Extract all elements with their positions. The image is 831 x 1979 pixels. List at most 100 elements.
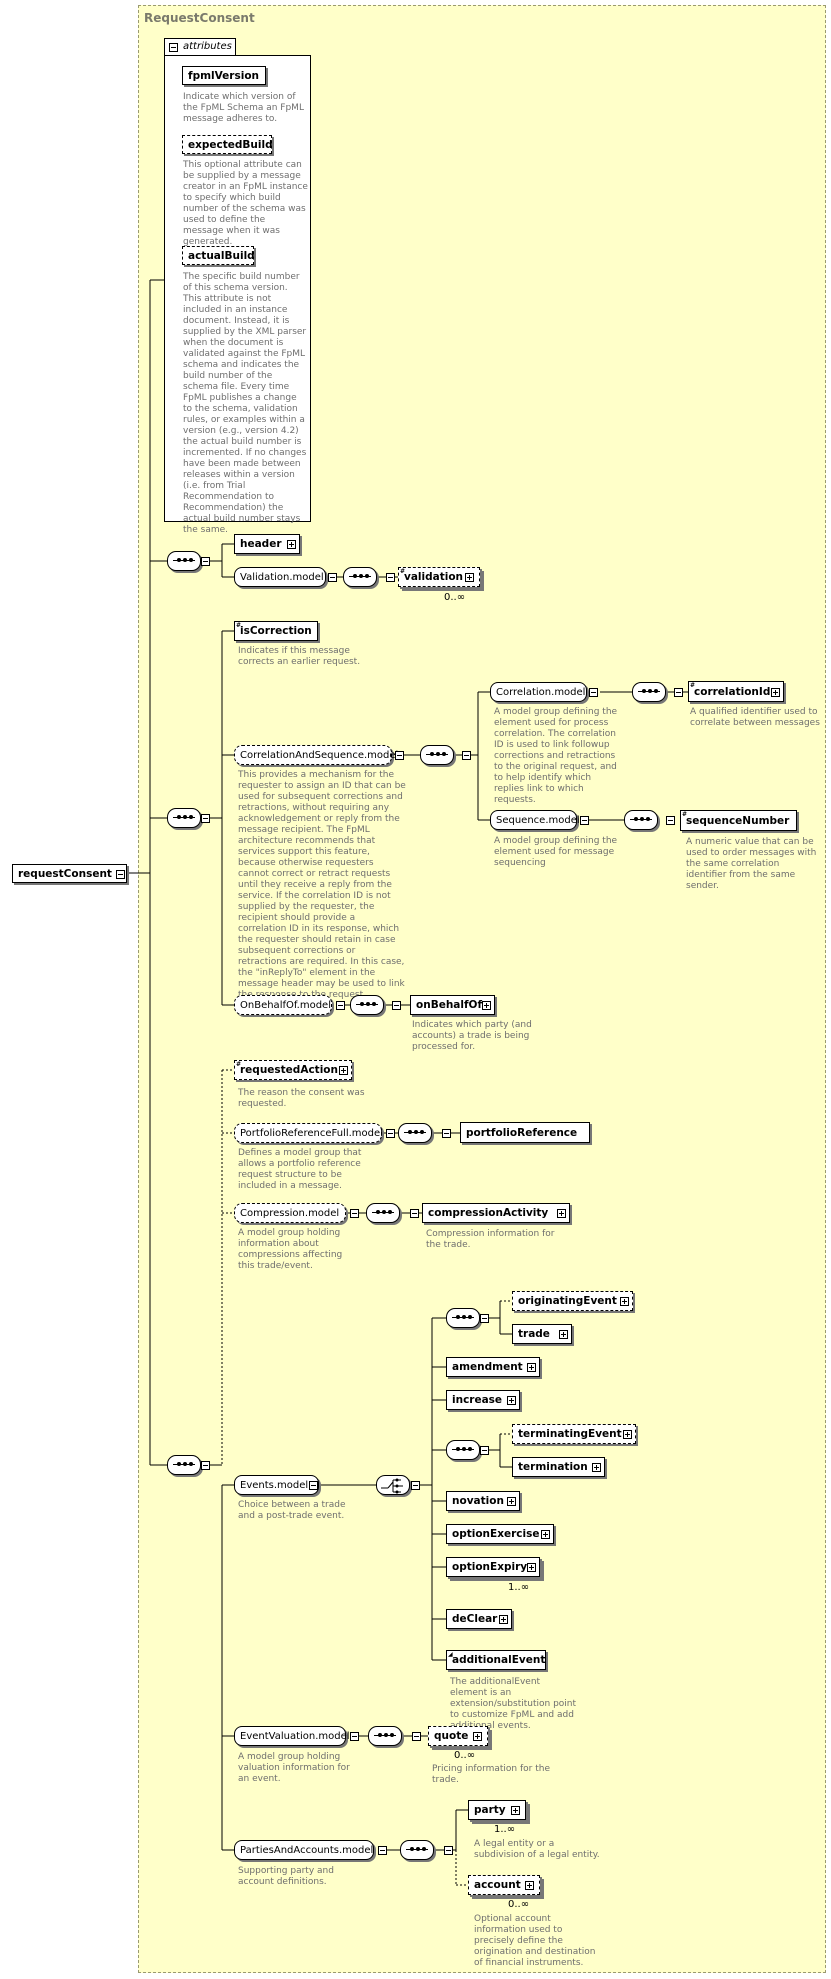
- collapse-icon[interactable]: [392, 1001, 401, 1010]
- expand-icon[interactable]: [592, 1463, 601, 1472]
- account-occurrence: 0..∞: [508, 1899, 530, 1910]
- collapse-icon[interactable]: [395, 751, 404, 760]
- element-amendment[interactable]: amendment: [446, 1357, 540, 1377]
- sequence-compositor-2[interactable]: [167, 808, 201, 828]
- choice-compositor-events[interactable]: [376, 1475, 410, 1495]
- sequence-compositor-paa[interactable]: [400, 1840, 434, 1860]
- expand-icon[interactable]: [620, 1297, 629, 1306]
- element-sequencenumber[interactable]: #sequenceNumber: [680, 810, 797, 831]
- sequence-compositor-onbehalfof[interactable]: [350, 995, 384, 1015]
- collapse-icon[interactable]: [674, 688, 683, 697]
- collapse-icon[interactable]: [480, 1446, 489, 1455]
- expand-icon[interactable]: [771, 688, 780, 697]
- collapse-icon[interactable]: [116, 870, 125, 879]
- expand-icon[interactable]: [482, 1001, 491, 1010]
- group-portfolioreferencefull-model[interactable]: PortfolioReferenceFull.model: [234, 1123, 383, 1143]
- expand-icon[interactable]: [499, 1615, 508, 1624]
- expand-icon[interactable]: [507, 1497, 516, 1506]
- element-optionexpiry[interactable]: optionExpiry: [446, 1557, 540, 1577]
- element-termination[interactable]: termination: [512, 1457, 605, 1477]
- collapse-icon[interactable]: [169, 43, 178, 52]
- collapse-icon[interactable]: [386, 1129, 395, 1138]
- collapse-icon[interactable]: [412, 1732, 421, 1741]
- element-compressionactivity[interactable]: compressionActivity: [422, 1203, 570, 1223]
- element-validation[interactable]: #validation: [398, 567, 480, 587]
- collapse-icon[interactable]: [462, 751, 471, 760]
- element-declear[interactable]: deClear: [446, 1609, 512, 1629]
- attributes-tab[interactable]: attributes: [164, 38, 236, 56]
- element-account[interactable]: account: [468, 1875, 540, 1895]
- expand-icon[interactable]: [527, 1363, 536, 1372]
- sequence-compositor-3[interactable]: [167, 1455, 201, 1475]
- expand-icon[interactable]: [287, 540, 296, 549]
- collapse-icon[interactable]: [580, 816, 589, 825]
- group-correlationandsequence-model[interactable]: CorrelationAndSequence.model: [234, 745, 398, 765]
- group-events-model[interactable]: Events.model: [234, 1475, 319, 1495]
- group-eventvaluation-model[interactable]: EventValuation.model: [234, 1726, 350, 1746]
- collapse-icon[interactable]: [480, 1314, 489, 1323]
- collapse-icon[interactable]: [350, 1732, 359, 1741]
- collapse-icon[interactable]: [201, 557, 210, 566]
- collapse-icon[interactable]: [411, 1481, 420, 1490]
- collapse-icon[interactable]: [201, 814, 210, 823]
- expand-icon[interactable]: [465, 573, 474, 582]
- element-quote[interactable]: quote: [428, 1726, 488, 1746]
- sequence-compositor-sequence[interactable]: [624, 810, 658, 830]
- attr-fpmlversion[interactable]: fpmlVersion: [182, 66, 266, 85]
- sequence-compositor-eventvaluation[interactable]: [368, 1726, 402, 1746]
- element-originatingevent[interactable]: originatingEvent: [512, 1291, 633, 1311]
- expand-icon[interactable]: [473, 1732, 482, 1741]
- collapse-icon[interactable]: [410, 1209, 419, 1218]
- element-correlationid[interactable]: #correlationId: [688, 681, 784, 702]
- attr-expectedbuild[interactable]: expectedBuild: [182, 135, 273, 154]
- group-correlation-model[interactable]: Correlation.model: [490, 682, 587, 702]
- element-terminatingevent[interactable]: terminatingEvent: [512, 1424, 636, 1444]
- collapse-icon[interactable]: [350, 1209, 359, 1218]
- sequence-compositor-terminating[interactable]: [446, 1440, 480, 1460]
- expand-icon[interactable]: [511, 1806, 520, 1815]
- collapse-icon[interactable]: [328, 573, 337, 582]
- collapse-icon[interactable]: [336, 1001, 345, 1010]
- sequence-compositor-compression[interactable]: [366, 1203, 400, 1223]
- element-increase[interactable]: increase: [446, 1390, 520, 1410]
- sequence-compositor-prf[interactable]: [398, 1123, 432, 1143]
- element-iscorrection[interactable]: #isCorrection: [234, 621, 318, 641]
- collapse-icon[interactable]: [444, 1846, 453, 1855]
- element-onbehalfof[interactable]: onBehalfOf: [410, 995, 495, 1015]
- element-optionexercise[interactable]: optionExercise: [446, 1524, 554, 1544]
- expand-icon[interactable]: [623, 1430, 632, 1439]
- element-portfolioreference[interactable]: portfolioReference: [460, 1122, 590, 1143]
- sequence-compositor-originating[interactable]: [446, 1308, 480, 1328]
- group-partiesandaccounts-model[interactable]: PartiesAndAccounts.model: [234, 1840, 374, 1860]
- sequence-compositor-1[interactable]: [167, 551, 201, 571]
- expand-icon[interactable]: [525, 1881, 534, 1890]
- element-requestedaction[interactable]: #requestedAction: [234, 1060, 352, 1080]
- collapse-icon[interactable]: [666, 816, 675, 825]
- collapse-icon[interactable]: [309, 1481, 318, 1490]
- element-party[interactable]: party: [468, 1800, 526, 1820]
- expand-icon[interactable]: [541, 1530, 550, 1539]
- sequence-compositor-validation[interactable]: [343, 567, 377, 587]
- root-element[interactable]: requestConsent: [12, 864, 127, 883]
- collapse-icon[interactable]: [442, 1129, 451, 1138]
- expand-icon[interactable]: [559, 1330, 568, 1339]
- collapse-icon[interactable]: [201, 1461, 210, 1470]
- collapse-icon[interactable]: [386, 573, 395, 582]
- expand-icon[interactable]: [339, 1066, 348, 1075]
- attr-actualbuild[interactable]: actualBuild: [182, 246, 255, 265]
- element-novation[interactable]: novation: [446, 1491, 520, 1511]
- element-header[interactable]: header: [234, 534, 300, 554]
- collapse-icon[interactable]: [378, 1846, 387, 1855]
- collapse-icon[interactable]: [589, 688, 598, 697]
- expand-icon[interactable]: [507, 1396, 516, 1405]
- expand-icon[interactable]: [527, 1563, 536, 1572]
- element-trade[interactable]: trade: [512, 1324, 572, 1344]
- sequence-compositor-cas[interactable]: [420, 745, 454, 765]
- group-validation-model[interactable]: Validation.model: [234, 567, 326, 587]
- group-compression-model[interactable]: Compression.model: [234, 1203, 346, 1223]
- group-onbehalfof-model[interactable]: OnBehalfOf.model: [234, 995, 332, 1015]
- sequence-compositor-correlation[interactable]: [632, 682, 666, 702]
- expand-icon[interactable]: [557, 1209, 566, 1218]
- element-additionalevent[interactable]: ◢additionalEvent: [446, 1650, 546, 1670]
- group-sequence-model[interactable]: Sequence.model: [490, 810, 580, 830]
